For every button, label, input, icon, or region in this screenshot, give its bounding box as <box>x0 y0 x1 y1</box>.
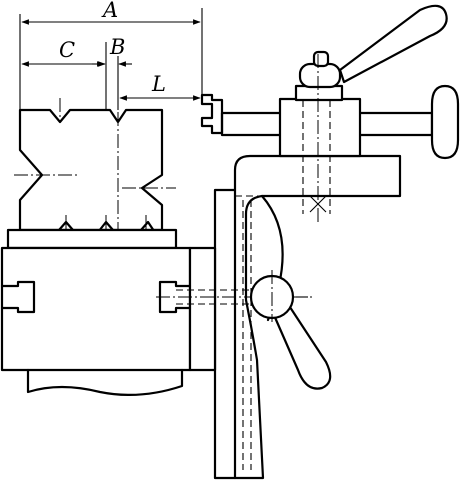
dimension-label-b: B <box>109 35 125 59</box>
dimension-label-l: L <box>151 72 166 96</box>
dimension-lines <box>19 8 203 110</box>
angle-bracket <box>213 154 402 480</box>
dimension-label-c: C <box>59 38 75 62</box>
base-block <box>0 228 217 396</box>
dimension-label-a: A <box>101 0 118 22</box>
lower-clamp <box>156 270 332 390</box>
top-clamp <box>200 4 460 222</box>
